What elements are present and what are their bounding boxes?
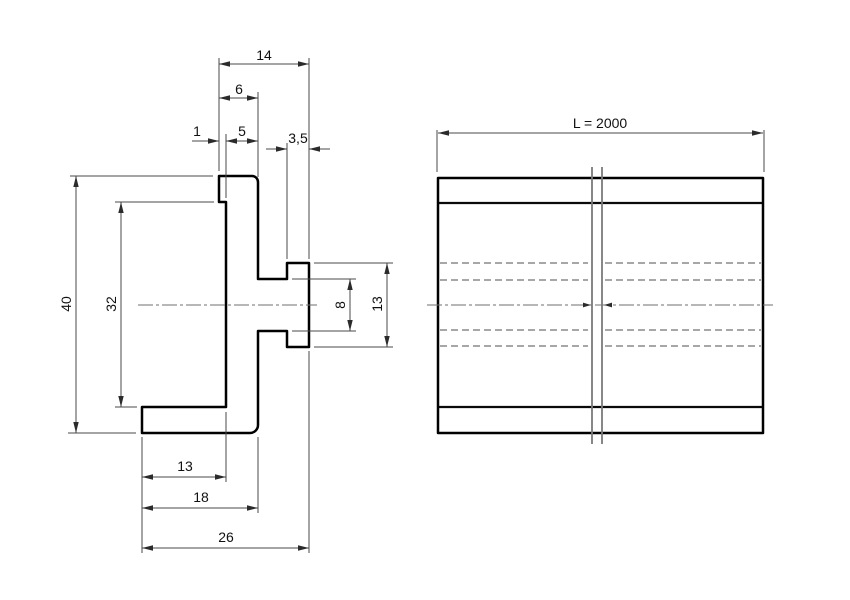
hidden-edges xyxy=(440,262,761,347)
dim-rib-height: 13 xyxy=(369,263,390,347)
dim-inner-height: 32 xyxy=(103,202,124,407)
dim-foot-width: 13 xyxy=(142,458,226,480)
dim-foot-stem-width: 18 xyxy=(142,489,258,511)
dim-rib-width: 3,5 xyxy=(266,130,330,152)
dim-length: L = 2000 xyxy=(436,115,765,172)
dim-total-height: 40 xyxy=(58,176,79,433)
arrowhead xyxy=(752,130,763,136)
arrowhead xyxy=(73,176,79,187)
dimension-label: 8 xyxy=(332,301,348,309)
dim-step-width: 1 xyxy=(192,123,219,144)
dim-stem-width: 5 xyxy=(226,123,258,144)
arrowhead xyxy=(142,505,153,511)
dimension-label: 5 xyxy=(238,123,246,139)
arrowhead xyxy=(247,95,258,101)
arrowhead xyxy=(142,474,153,480)
arrowhead xyxy=(298,61,309,67)
profile-section-view: 14 6 1 5 3,5 xyxy=(58,47,393,553)
arrowhead xyxy=(384,336,390,347)
dim-total-width: 26 xyxy=(142,529,309,551)
dim-rib-neck-height: 8 xyxy=(332,279,353,331)
arrowhead xyxy=(215,474,226,480)
arrowhead xyxy=(298,545,309,551)
extension-lines xyxy=(68,58,393,553)
dimension-label: 14 xyxy=(256,47,272,63)
dimension-label: 32 xyxy=(103,296,119,312)
break-mark xyxy=(583,302,591,308)
arrowhead xyxy=(247,138,258,144)
dimension-label: 1 xyxy=(193,123,201,139)
profile-side-view: L = 2000 xyxy=(427,115,773,444)
arrowhead xyxy=(142,545,153,551)
dimension-label: 3,5 xyxy=(288,130,308,146)
dimension-label: 6 xyxy=(235,81,243,97)
dimension-label: 18 xyxy=(193,489,209,505)
dimension-label: 13 xyxy=(369,296,385,312)
arrowhead xyxy=(219,95,230,101)
arrowhead xyxy=(226,138,237,144)
arrowhead xyxy=(347,279,353,290)
dimension-label: 40 xyxy=(58,296,74,312)
arrowhead xyxy=(118,202,124,213)
dimension-label: 26 xyxy=(218,529,234,545)
arrowhead xyxy=(276,146,287,152)
arrowhead xyxy=(309,146,320,152)
arrowhead xyxy=(384,263,390,274)
arrowhead xyxy=(438,130,449,136)
arrowhead xyxy=(73,422,79,433)
dimension-label: L = 2000 xyxy=(573,115,628,131)
arrowhead xyxy=(208,138,219,144)
break-lines xyxy=(583,167,612,444)
break-mark xyxy=(604,302,612,308)
arrowhead xyxy=(219,61,230,67)
arrowhead xyxy=(347,320,353,331)
profile-outline xyxy=(140,174,311,435)
arrowhead xyxy=(118,396,124,407)
arrowhead xyxy=(247,505,258,511)
dim-top-total-width: 14 xyxy=(219,47,309,67)
dimension-label: 13 xyxy=(177,458,193,474)
dim-top-cap-width: 6 xyxy=(219,81,258,101)
